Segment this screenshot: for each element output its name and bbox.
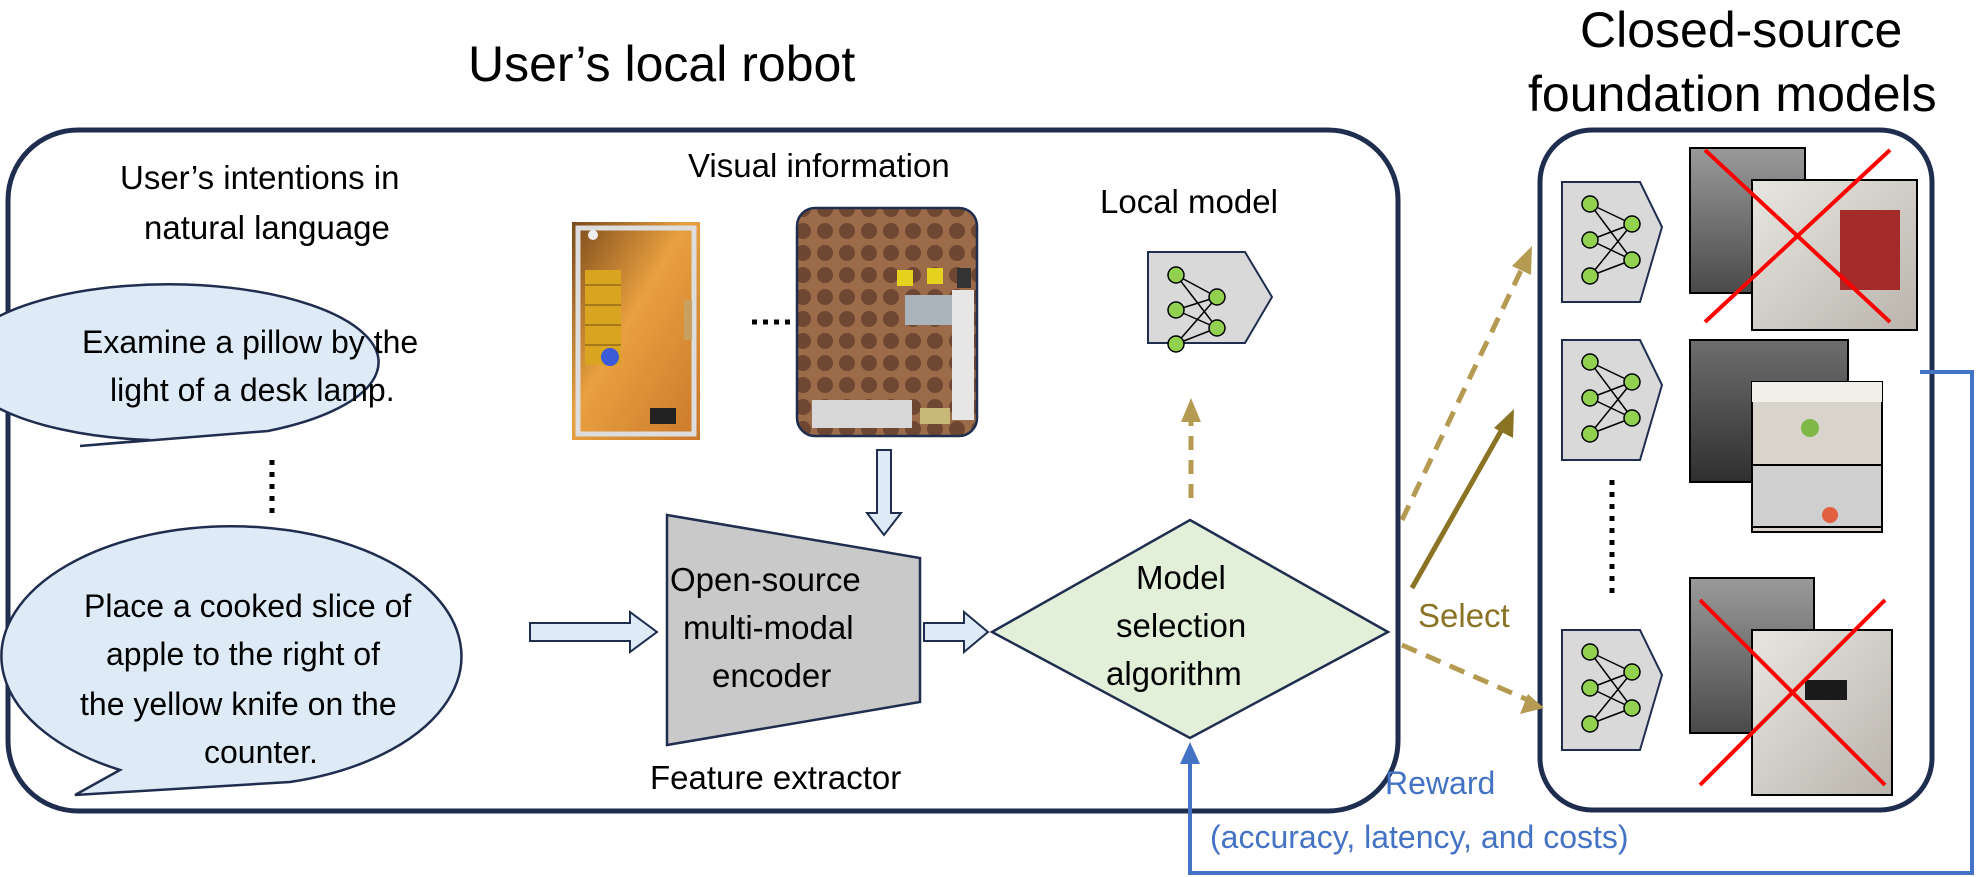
model-2-screenshots xyxy=(1689,339,1883,533)
model-1-screenshots xyxy=(1689,147,1918,331)
title-closed-models-line2: foundation models xyxy=(1528,66,1937,122)
bubble-2-line2: apple to the right of xyxy=(106,636,380,672)
selector-line1: Model xyxy=(1136,559,1226,596)
arrow-image-to-encoder xyxy=(864,449,904,537)
encoder-line2: multi-modal xyxy=(683,609,854,646)
solid-arrow-to-model-2 xyxy=(1409,422,1508,590)
local-model-icon xyxy=(1147,251,1274,353)
local-robot-frame xyxy=(5,127,1401,814)
selector-diamond xyxy=(989,518,1391,740)
selector-line2: selection xyxy=(1116,607,1247,644)
bubble-1-line1: Examine a pillow by the xyxy=(82,324,419,360)
label-select: Select xyxy=(1418,597,1510,634)
label-reward: Reward xyxy=(1385,765,1496,801)
encoder-line3: encoder xyxy=(712,657,832,694)
closed-model-network-2 xyxy=(1581,353,1641,443)
label-reward-metrics: (accuracy, latency, and costs) xyxy=(1210,819,1629,855)
room-thumbnail-2 xyxy=(795,206,979,438)
label-intentions-line2: natural language xyxy=(144,209,390,246)
bubble-2-line3: the yellow knife on the xyxy=(80,686,397,722)
bubble-2-line1: Place a cooked slice of xyxy=(84,588,412,624)
speech-bubble-1 xyxy=(0,283,380,448)
closed-model-network-3 xyxy=(1581,643,1641,733)
speech-bubble-2 xyxy=(0,525,463,797)
arrow-text-to-encoder xyxy=(529,610,659,654)
dashed-arrow-to-model-1 xyxy=(1399,260,1528,522)
label-feature-extractor: Feature extractor xyxy=(650,759,902,796)
closed-models-frame xyxy=(1537,127,1935,813)
reward-feedback-arrow xyxy=(1188,370,1974,875)
label-visual-information: Visual information xyxy=(688,147,950,184)
dashed-arrow-to-model-3 xyxy=(1400,642,1530,703)
title-local-robot: User’s local robot xyxy=(468,36,856,92)
arrow-encoder-to-selector xyxy=(923,609,990,655)
encoder-line1: Open-source xyxy=(670,561,861,598)
bubble-1-line2: light of a desk lamp. xyxy=(110,372,395,408)
label-local-model: Local model xyxy=(1100,183,1278,220)
bubble-2-line4: counter. xyxy=(204,734,318,770)
closed-model-network-1 xyxy=(1581,195,1641,285)
model-3-screenshots xyxy=(1689,577,1893,796)
selector-line3: algorithm xyxy=(1106,655,1242,692)
title-closed-models-line1: Closed-source xyxy=(1580,2,1903,58)
label-intentions-line1: User’s intentions in xyxy=(120,159,400,196)
room-thumbnail-1 xyxy=(572,222,700,440)
encoder-shape xyxy=(665,513,922,747)
